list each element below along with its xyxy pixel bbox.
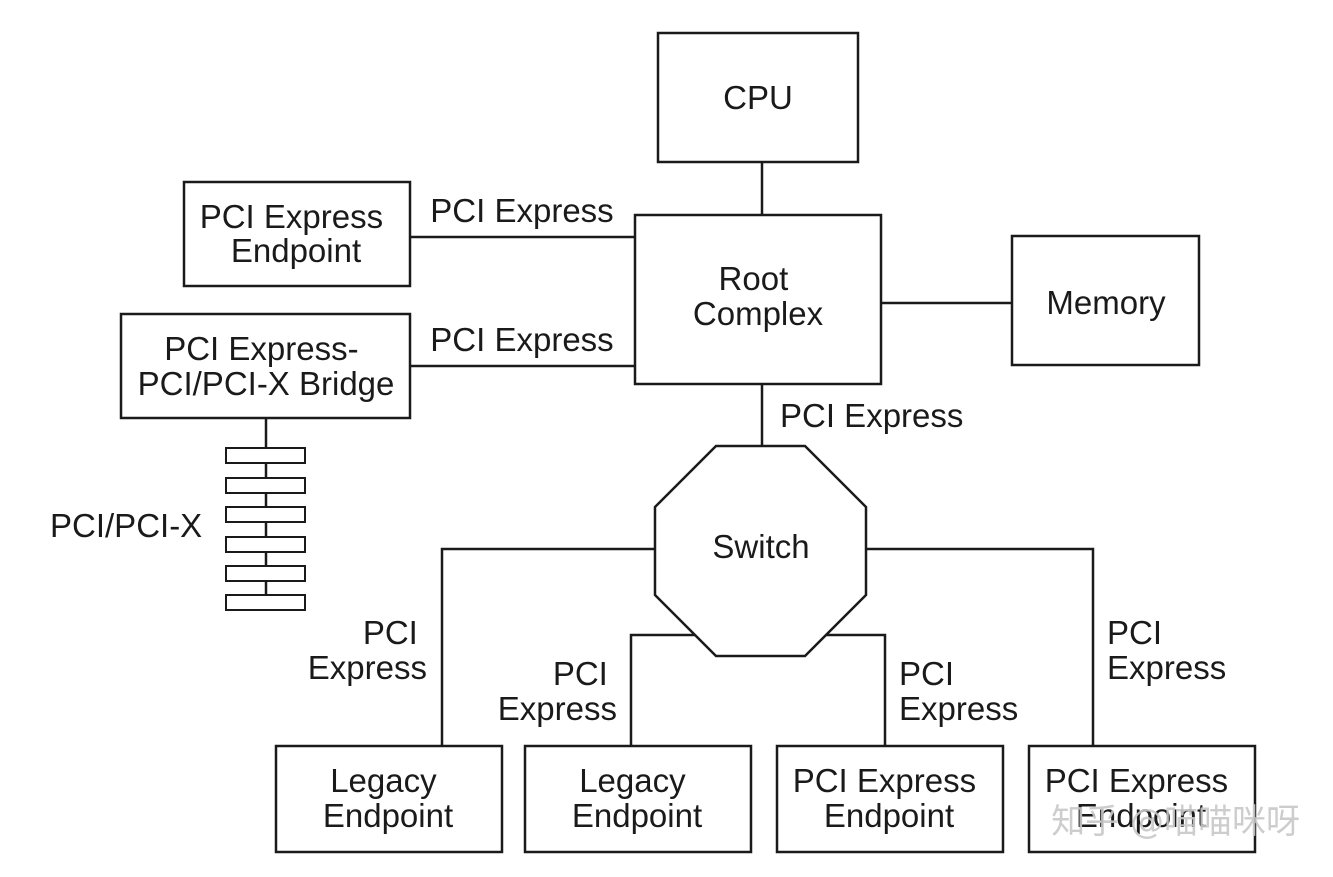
bus-slot [225,594,306,611]
wire-switch-endpoint-4 [866,547,1095,746]
label-line: CPU [723,79,793,116]
bus-slot [225,477,306,494]
label-line: PCI/PCI-X Bridge [138,365,395,402]
link-label-root-switch: PCI Express [780,397,963,434]
label-line: Endpoint [323,797,453,834]
switch-label: Switch [712,528,809,565]
label-line: Express [1107,649,1226,686]
label-line: Memory [1046,284,1166,321]
label-line: PCI [553,655,608,692]
label-line: Express [498,690,617,727]
pcie-endpoint-4-label: PCI Express Endpoint [1045,762,1238,834]
root-complex-box [633,213,883,386]
label-line: PCI Express [1045,762,1228,799]
label-line: Complex [693,295,824,332]
link-label-switch-legacy-1: PCI Express [308,614,427,686]
bridge-label: PCI Express- PCI/PCI-X Bridge [138,330,395,402]
label-line: PCI Express [430,192,613,229]
endpoint-top-left-box [182,180,412,288]
label-line: Endpoint [231,232,361,269]
label-line: PCI [899,655,954,692]
legacy-endpoint-1-box [274,744,504,854]
wire-switch-legacy-1 [440,547,655,746]
label-line: Legacy [330,762,437,799]
endpoint-top-left-label: PCI Express Endpoint [200,198,393,269]
label-line: Switch [712,528,809,565]
label-line: PCI Express [793,762,976,799]
root-complex-label: Root Complex [693,260,824,332]
label-line: PCI [363,614,418,651]
label-line: Express [899,690,1018,727]
memory-label: Memory [1046,284,1166,321]
link-label-bridge-root: PCI Express [430,321,613,358]
label-line: PCI Express [200,198,383,235]
label-line: Endpoint [572,797,702,834]
pci-bus-slots [225,447,306,611]
legacy-endpoint-1-label: Legacy Endpoint [323,762,453,834]
wire-switch-legacy-2 [629,633,716,746]
link-label-endpoint-root: PCI Express [430,192,613,229]
label-line: Express [308,649,427,686]
bus-slot [225,565,306,582]
link-label-switch-endpoint-4: PCI Express [1107,614,1226,686]
link-label-switch-endpoint-3: PCI Express [899,655,1018,727]
label-line: Endpoint [824,797,954,834]
bus-slot [225,447,306,464]
cpu-box [656,31,860,164]
label-line: PCI Express [780,397,963,434]
switch-octagon [653,444,868,658]
bus-slot [225,536,306,553]
link-label-pci-bus: PCI/PCI-X [50,507,202,544]
cpu-label: CPU [723,79,793,116]
label-line: PCI/PCI-X [50,507,202,544]
watermark: 知乎 @喵喵咪呀 [1051,802,1300,842]
label-line: Legacy [579,762,686,799]
label-line: Endpoint [1076,797,1206,834]
label-line: PCI Express- [164,330,358,367]
connections [264,162,1095,746]
label-line: Root [719,260,789,297]
bus-slot [225,506,306,523]
label-line: PCI [1107,614,1162,651]
legacy-endpoint-2-label: Legacy Endpoint [572,762,702,834]
pcie-endpoint-3-label: PCI Express Endpoint [793,762,986,834]
legacy-endpoint-2-box [523,744,753,854]
link-label-switch-legacy-2: PCI Express [498,655,617,727]
wire-switch-endpoint-3 [805,633,887,746]
bridge-box [119,312,412,420]
pcie-endpoint-3-box [775,744,1005,854]
label-line: PCI Express [430,321,613,358]
pcie-endpoint-4-box [1027,744,1257,854]
memory-box [1010,234,1201,367]
